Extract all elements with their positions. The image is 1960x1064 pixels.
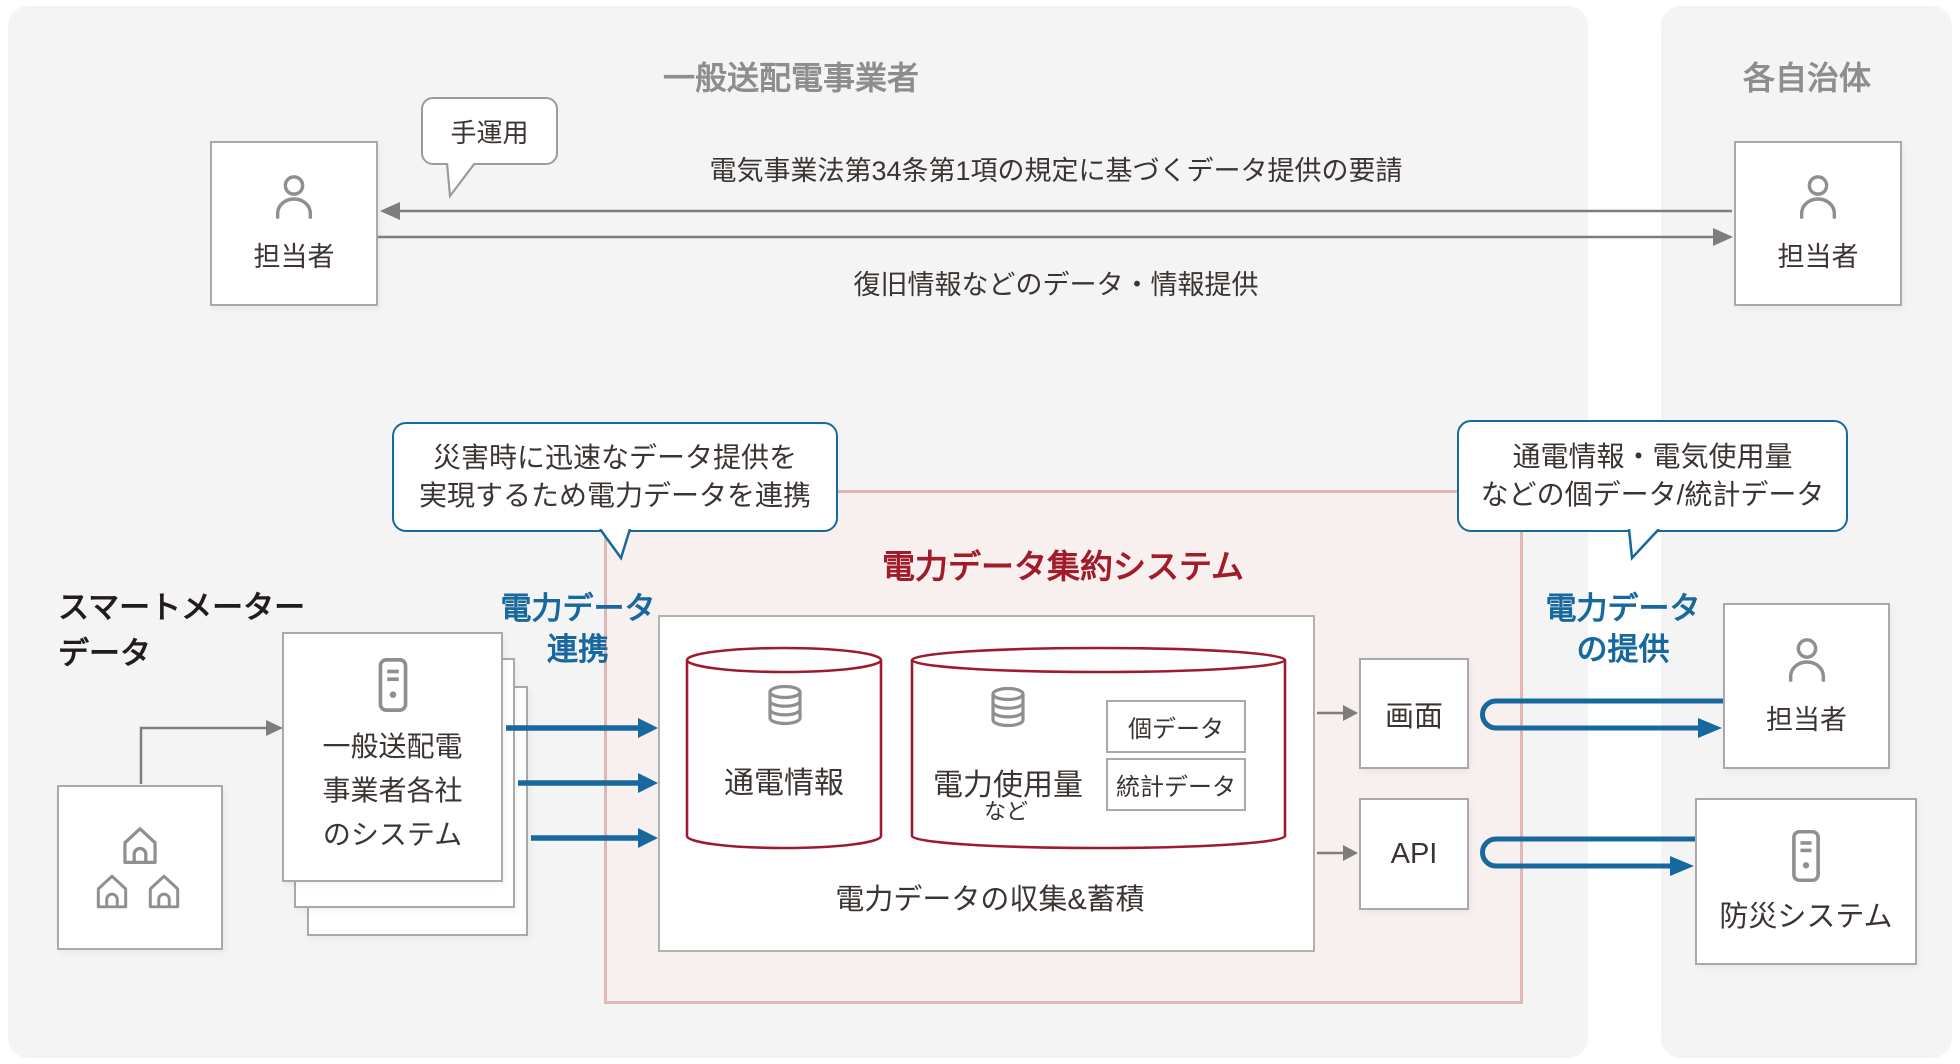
power-status-cylinder	[685, 646, 883, 850]
linkage-bubble-tail	[598, 529, 632, 561]
database-icon	[768, 684, 802, 726]
server-icon	[378, 658, 407, 712]
house-icon	[148, 874, 180, 908]
usage-db-label: 電力使用量	[933, 769, 1083, 802]
individual-data-label: 個データ	[1128, 716, 1224, 743]
power-linkage-label: 電力データ 連携	[501, 588, 656, 670]
response-label: 復旧情報などのデータ・情報提供	[853, 270, 1259, 300]
server-icon	[1792, 829, 1820, 882]
power-provision-label-line1: 電力データ	[1545, 591, 1701, 626]
collection-footer-label: 電力データの収集&蓄積	[835, 884, 1145, 916]
municipality-staff-box: 担当者	[1723, 603, 1890, 769]
smart-meter-label-line2: データ	[58, 636, 151, 671]
api-box: API	[1359, 798, 1469, 910]
screen-box: 画面	[1359, 658, 1469, 769]
provide-bubble-tail	[1627, 529, 1660, 561]
disaster-system-label: 防災システム	[1719, 900, 1893, 933]
person-icon	[1799, 175, 1837, 219]
utility-system-label-line2: 事業者各社	[322, 775, 463, 806]
utility-system-label-line3: のシステム	[322, 819, 463, 850]
linkage-bubble-line1: 災害時に迅速なデータ提供を	[432, 442, 797, 473]
usage-db-suffix: など	[983, 799, 1029, 824]
power-linkage-label-line1: 電力データ	[500, 591, 656, 626]
manual-operation-bubble: 手運用	[421, 97, 558, 165]
utility-header: 一般送配電事業者	[662, 60, 920, 96]
database-icon	[991, 686, 1025, 728]
api-label: API	[1390, 837, 1438, 870]
provide-bubble-line2: などの個データ/統計データ	[1480, 479, 1825, 510]
provide-bubble-line1: 通電情報・電気使用量	[1512, 441, 1793, 472]
staff-label: 担当者	[253, 242, 335, 272]
municipality-staff-box-top: 担当者	[1734, 141, 1902, 306]
power-status-db-label: 通電情報	[724, 767, 844, 800]
statistical-data-label: 統計データ	[1116, 774, 1236, 801]
person-icon	[275, 175, 313, 219]
provide-bubble: 通電情報・電気使用量 などの個データ/統計データ	[1457, 420, 1848, 532]
utility-system-label-line1: 一般送配電	[322, 731, 463, 762]
request-label: 電気事業法第34条第1項の規定に基づくデータ提供の要請	[709, 156, 1403, 186]
aggregation-title: 電力データ集約システム	[881, 548, 1245, 585]
screen-label: 画面	[1384, 700, 1443, 733]
power-linkage-label-line2: 連携	[547, 632, 609, 667]
power-provision-label: 電力データ の提供	[1546, 588, 1701, 670]
utility-system-box: 一般送配電 事業者各社 のシステム	[282, 632, 503, 882]
disaster-system-box: 防災システム	[1695, 798, 1917, 965]
smart-meter-label-line1: スマートメーター	[58, 590, 306, 625]
person-icon	[1788, 637, 1825, 682]
house-icon	[96, 874, 128, 908]
municipality-header: 各自治体	[1742, 60, 1872, 96]
linkage-bubble-line2: 実現するため電力データを連携	[418, 480, 811, 511]
individual-data-box: 個データ	[1106, 700, 1246, 753]
statistical-data-box: 統計データ	[1106, 758, 1246, 811]
power-provision-label-line2: の提供	[1576, 632, 1670, 667]
staff-label: 担当者	[1777, 242, 1859, 272]
linkage-bubble: 災害時に迅速なデータ提供を 実現するため電力データを連携	[392, 422, 838, 532]
smart-meter-label: スマートメーター データ	[58, 585, 305, 677]
manual-bubble-tail	[445, 163, 476, 199]
staff-label: 担当者	[1766, 704, 1847, 735]
manual-operation-label: 手運用	[450, 117, 529, 148]
utility-staff-box: 担当者	[210, 141, 378, 306]
houses-box	[57, 785, 223, 950]
house-icon	[123, 826, 157, 864]
